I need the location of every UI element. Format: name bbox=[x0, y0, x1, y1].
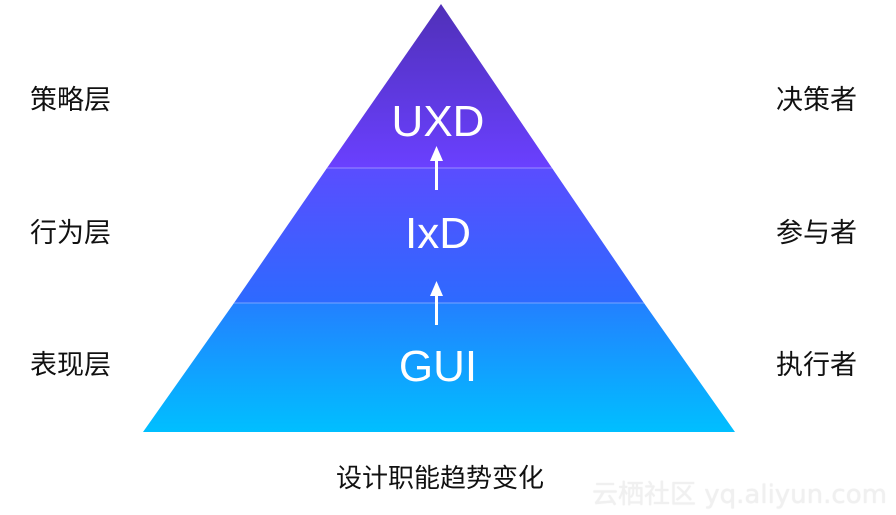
role-label-decision-maker: 决策者 bbox=[776, 85, 857, 116]
arrow-up-icon bbox=[430, 146, 443, 190]
pyramid-bottom-tier bbox=[143, 303, 735, 432]
level-label-gui: GUI bbox=[398, 342, 478, 391]
level-label-ixd: IxD bbox=[405, 209, 471, 258]
layer-label-strategy: 策略层 bbox=[30, 85, 111, 116]
layer-label-behavior: 行为层 bbox=[30, 218, 111, 249]
role-label-participant: 参与者 bbox=[776, 218, 857, 249]
layer-label-presentation: 表现层 bbox=[30, 350, 111, 381]
level-label-uxd: UXD bbox=[391, 97, 485, 146]
arrow-up-icon bbox=[430, 281, 443, 325]
role-label-executor: 执行者 bbox=[776, 350, 857, 381]
pyramid-top-tier bbox=[327, 4, 552, 168]
diagram-caption: 设计职能趋势变化 bbox=[335, 464, 544, 494]
watermark: 云栖社区 yq.aliyun.com bbox=[592, 480, 887, 510]
pyramid-middle-tier bbox=[234, 168, 644, 303]
